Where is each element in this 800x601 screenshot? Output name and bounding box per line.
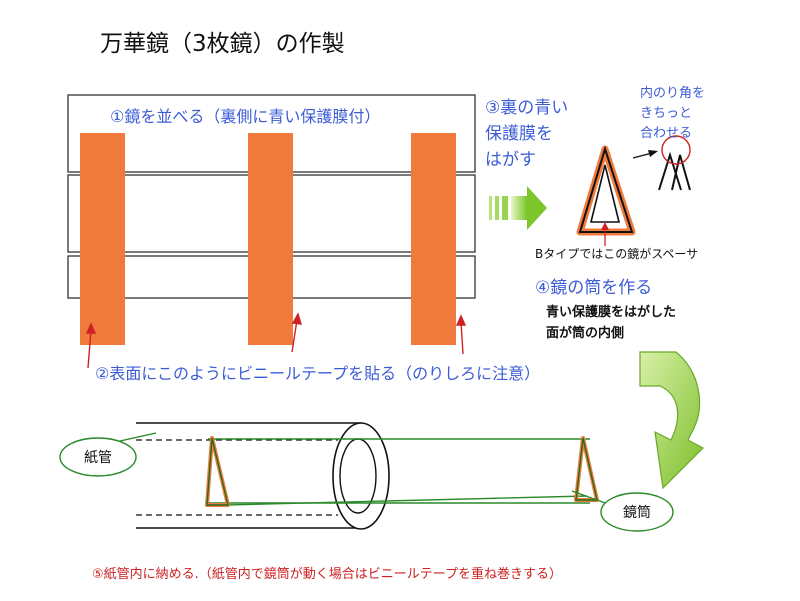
svg-text:保護膜を: 保護膜を — [485, 124, 553, 144]
page-title: 万華鏡（3枚鏡）の作製 — [100, 31, 345, 57]
tape-pointer-arrows — [85, 312, 467, 369]
step4-note: 青い保護膜をはがした 面が筒の内側 — [546, 304, 676, 341]
angle-detail — [632, 135, 691, 191]
step2-label: ②表面にこのようにビニールテープを貼る（のりしろに注意） — [95, 364, 540, 383]
spacer-note: Bタイプではこの鏡がスペーサ — [535, 246, 698, 261]
svg-text:鏡筒: 鏡筒 — [623, 504, 651, 521]
svg-text:紙管: 紙管 — [84, 450, 112, 466]
callout-mirror-tube: 鏡筒 — [571, 490, 674, 532]
step5-label: ⑤紙管内に納める.（紙管内で鏡筒が動く場合はビニールテープを重ね巻きする） — [92, 566, 562, 582]
svg-text:内のり角を: 内のり角を — [640, 85, 705, 101]
tape-right — [411, 133, 456, 345]
mirror-tube — [205, 436, 599, 507]
tape-left — [80, 133, 125, 345]
mirror-prism-end-view — [576, 145, 636, 246]
green-curved-arrow — [639, 351, 704, 490]
vinyl-tapes — [80, 133, 456, 345]
step3-label: ③裏の青い 保護膜を はがす — [485, 97, 568, 170]
green-right-arrow — [489, 186, 547, 230]
tape-middle — [248, 133, 293, 345]
svg-text:合わせる: 合わせる — [640, 126, 692, 141]
svg-text:はがす: はがす — [485, 150, 536, 170]
callout-paper-tube: 紙管 — [59, 432, 157, 477]
svg-text:面が筒の内側: 面が筒の内側 — [546, 325, 624, 341]
step1-label: ①鏡を並べる（裏側に青い保護膜付） — [110, 107, 380, 126]
svg-text:きちっと: きちっと — [640, 106, 692, 121]
svg-text:③裏の青い: ③裏の青い — [485, 97, 568, 118]
angle-note: 内のり角を きちっと 合わせる — [640, 85, 705, 141]
step4-label: ④鏡の筒を作る — [535, 278, 652, 298]
svg-text:青い保護膜をはがした: 青い保護膜をはがした — [546, 304, 676, 320]
